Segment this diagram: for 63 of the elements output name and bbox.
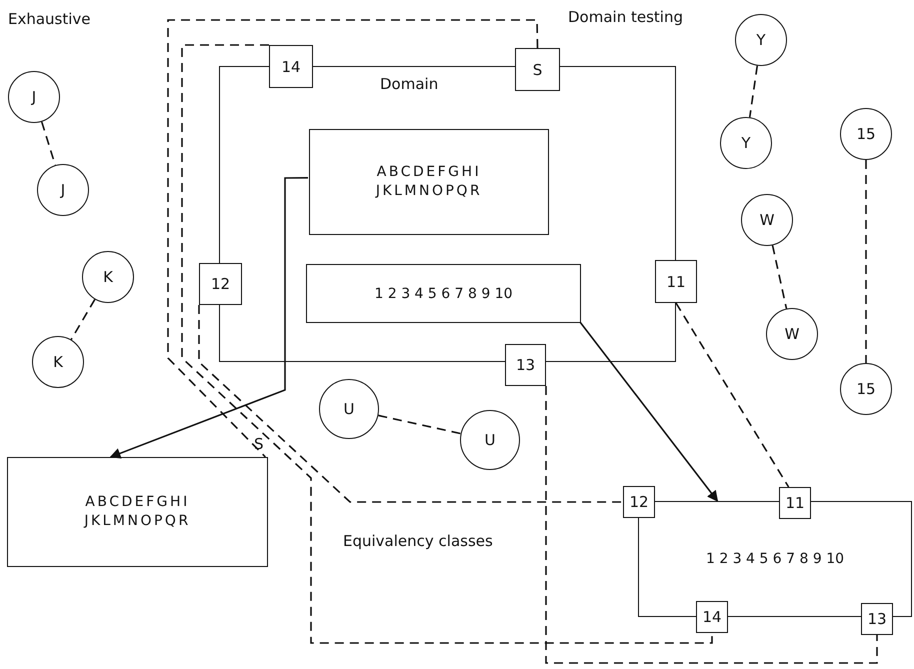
circle-node: [720, 117, 772, 169]
node-label: 13: [516, 356, 536, 374]
node-label: J: [32, 88, 36, 106]
node-label: ABCDEFGHI JKLMNOPQR: [82, 493, 192, 531]
node-label: 12: [210, 275, 230, 293]
node-label: K: [53, 353, 63, 371]
text-label: Exhaustive: [8, 10, 91, 28]
square-box: [515, 48, 560, 91]
process-box: [7, 457, 268, 567]
dashed-connector: [378, 414, 461, 434]
square-box: [199, 263, 242, 305]
square-box: [623, 486, 655, 518]
square-box: [779, 487, 811, 519]
dashed-connector: [748, 66, 758, 118]
square-box: [505, 344, 546, 386]
circle-node: [840, 363, 892, 415]
circle-node: [32, 336, 84, 388]
node-label: 1 2 3 4 5 6 7 8 9 10: [706, 551, 844, 567]
text-label: Domain testing: [568, 8, 683, 26]
node-label: K: [103, 268, 113, 286]
node-label: J: [60, 181, 66, 199]
node-label: 14: [702, 608, 722, 626]
node-label: U: [484, 431, 496, 449]
node-label: ABCDEFGHI JKLMNOPQR: [374, 163, 484, 201]
node-label: W: [784, 325, 800, 343]
dashed-connector: [70, 299, 96, 340]
node-label: 15: [856, 380, 876, 398]
circle-node: [82, 251, 134, 303]
dashed-connector: [181, 44, 713, 644]
dashed-connector: [772, 245, 788, 309]
node-label: Y: [741, 134, 751, 152]
dashed-connector: [865, 160, 867, 363]
square-box: [269, 45, 313, 88]
text-label: Equivalency classes: [343, 532, 493, 550]
arrow: [579, 322, 718, 502]
dashed-connector: [198, 305, 623, 503]
box-title: Domain: [380, 75, 438, 93]
arrow: [110, 177, 308, 459]
node-label: 15: [856, 125, 876, 143]
square-box: [696, 601, 728, 633]
node-label: 13: [867, 610, 887, 628]
circle-node: [37, 164, 89, 216]
square-box: [861, 603, 893, 635]
circle-node: [766, 308, 818, 360]
circle-node: [741, 194, 793, 246]
process-box: [309, 129, 549, 235]
node-label: U: [344, 400, 354, 418]
square-box: [655, 260, 697, 303]
node-label: 11: [785, 494, 805, 512]
node-label: 1 2 3 4 5 6 7 8 9 10: [374, 286, 513, 302]
node-label: 12: [629, 493, 649, 511]
node-label: S: [532, 60, 542, 78]
circle-node: [735, 14, 787, 66]
circle-node: [8, 71, 60, 123]
node-label: W: [760, 211, 774, 229]
dashed-connector: [167, 19, 538, 458]
circle-node: [840, 108, 892, 160]
node-label: 14: [281, 58, 301, 76]
dashed-connector: [40, 122, 56, 166]
process-box: [306, 264, 581, 323]
node-label: Y: [756, 31, 766, 49]
node-label: 11: [666, 272, 686, 290]
dashed-connector: [545, 386, 878, 664]
